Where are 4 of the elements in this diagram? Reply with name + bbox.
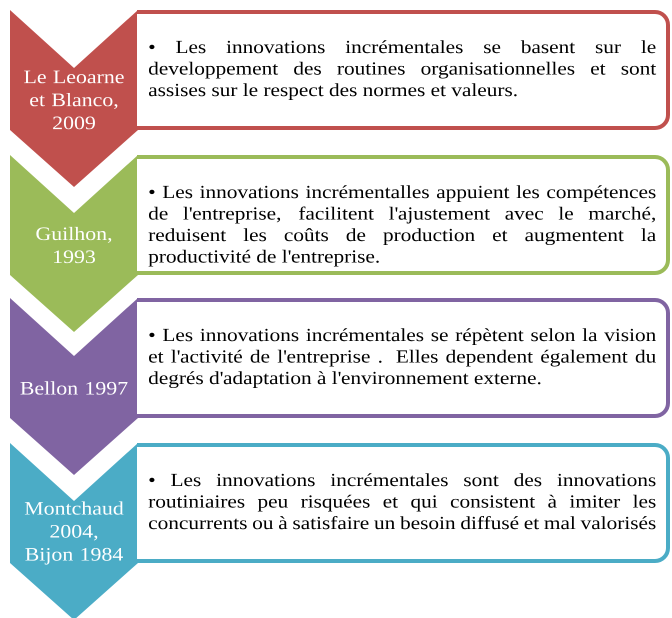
text-box: • Les innovations incrémentales se répètent selon la vision et l'activité de l'entreprise . Elles dependent également du degrés d'adaptation à l'environnement externe. — [137, 298, 670, 418]
text-box: • Les innovations incrémentales sont des innovations routiniaires peu risquées et qui consistent à imiter les concurrents ou à satisfaire un besoin diffusé et mal valorisés — [137, 443, 670, 563]
text-box: • Les innovations incrémentalles appuient les compétences de l'entreprise, facilitent l'ajustement avec le marché, reduisent les coûts de production et augmentent la productivité de l'entreprise. — [137, 155, 670, 275]
text-box: • Les innovations incrémentales se basent sur le developpement des routines organisationnelles et sont assises sur le respect des normes et valeurs. — [137, 10, 670, 130]
